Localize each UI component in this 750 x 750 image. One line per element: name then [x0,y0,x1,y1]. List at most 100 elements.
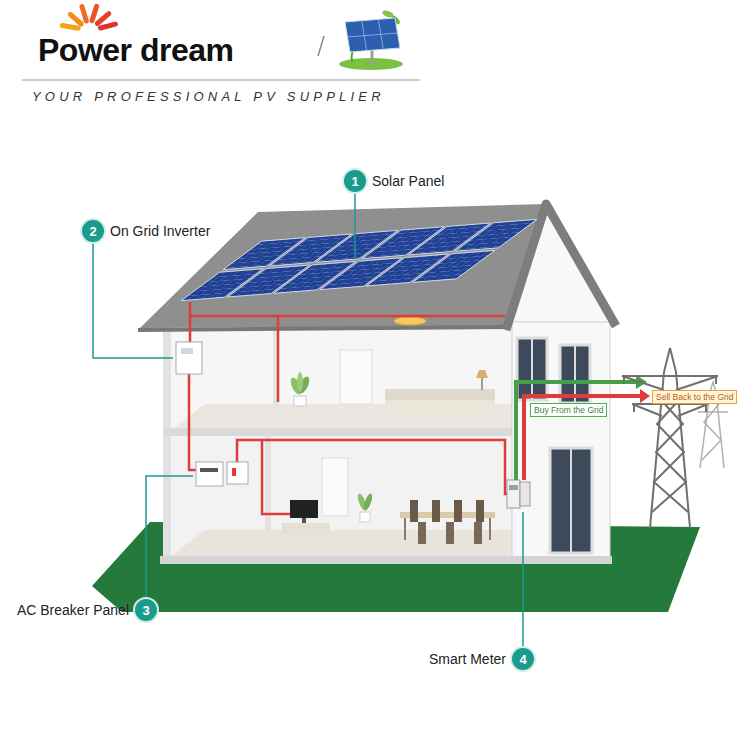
part-name: Solar Panel [372,173,444,189]
transmission-tower-part [632,404,662,416]
flow-label-box: Buy From the Grid [530,403,607,417]
breaker-panel-part [232,468,236,476]
house-walls-part [265,436,271,532]
logo-sun-rays-part [70,14,81,24]
furniture-part [294,396,306,406]
part-name: Smart Meter [429,651,506,667]
header-rule [22,80,420,81]
windows-part [550,448,592,553]
callout: 3 AC Breaker Panel [11,599,157,621]
furniture-part [476,500,484,522]
transmission-tower-part [622,376,664,390]
red-wiring-part [190,315,505,318]
transmission-tower-part [705,404,707,412]
furniture-part [360,512,370,522]
callout-number: 3 [135,599,157,621]
logo-text: Power dream [38,34,233,66]
house-walls-part [168,436,512,556]
furniture-part [282,523,330,535]
leader-lines [93,193,523,647]
roof-part [138,327,508,330]
furniture-part [474,522,482,544]
house-walls-part [168,322,512,430]
flow-label: Sell Back to the Grid [656,392,733,402]
tagline: YOUR PROFESSIONAL PV SUPPLIER [32,90,385,103]
roof [138,204,616,330]
transmission-tower-part [664,348,676,372]
red-wiring-part [262,440,290,514]
flow-label: Buy From the Grid [534,405,603,415]
house-walls-part [163,428,512,436]
buy-flow-arrow [516,375,647,480]
smart-meter-part [507,480,520,508]
callout: 1 Solar Panel [344,170,450,192]
solar-panel-array-part [413,250,495,282]
transmission-tower-part [622,375,718,377]
inverter-part [181,348,193,354]
furniture-part [432,500,440,522]
furniture-part [418,522,426,544]
logo-sun-rays-part [92,6,97,20]
furniture-part [489,518,491,540]
callout-number: 4 [512,648,534,670]
furniture-part [410,500,418,522]
logo-slash [318,36,324,56]
house-walls-part [171,530,512,556]
windows-part [517,338,547,400]
callout-number: 2 [82,220,104,242]
inverter [176,342,202,374]
logo-solar-icon [339,9,403,70]
transmission-tower [622,348,718,528]
callout-number: 1 [344,170,366,192]
windows [517,338,592,553]
part-name: On Grid Inverter [110,223,210,239]
furniture-part [481,378,483,390]
furniture [282,317,495,544]
transmission-tower-part [715,376,717,384]
smart-meter-part [520,482,530,506]
callout: 2 On Grid Inverter [82,220,216,242]
logo-sun-rays-part [62,26,78,29]
furniture-part [297,372,303,392]
windows-part [531,338,533,400]
breaker-panel [196,462,248,486]
solar-panel-array [181,219,537,300]
transmission-tower-part [623,376,625,384]
furniture-part [385,389,495,401]
transmission-tower-part [654,400,688,512]
furniture-part [322,458,348,516]
furniture-part [476,370,488,378]
transmission-tower-part [676,376,718,390]
leader-lines-part [93,243,173,358]
sell-flow-arrow [524,389,650,480]
transmission-tower-part [678,404,708,416]
furniture-part [446,522,454,544]
furniture-part [394,317,426,325]
part-name: AC Breaker Panel [17,602,129,618]
leader-lines-part [354,193,356,258]
windows-part [570,448,572,553]
logo-sun-rays-part [97,14,108,24]
flow-label-box: Sell Back to the Grid [652,390,737,404]
logo-sun-rays [62,6,115,28]
red-wiring-part [277,316,280,402]
sell-flow-arrow-part [640,389,650,403]
logo-sun-rays-part [101,24,116,28]
house-walls-part [160,556,612,564]
furniture-part [340,350,372,404]
logo-sun-rays-part [82,7,86,21]
sell-flow-arrow-part [524,396,640,480]
red-wiring [189,302,507,514]
furniture-part [302,518,306,523]
furniture-part [454,500,462,522]
inverter-part [176,342,202,374]
leader-lines-part [146,476,193,598]
logo-solar-icon-part [371,50,374,64]
smart-meter-part [509,485,518,490]
logo-solar-icon-part [345,18,400,52]
transmission-tower-back-part [702,404,721,460]
breaker-panel-part [227,462,248,484]
callout: 4 Smart Meter [423,648,534,670]
furniture-part [385,400,495,414]
